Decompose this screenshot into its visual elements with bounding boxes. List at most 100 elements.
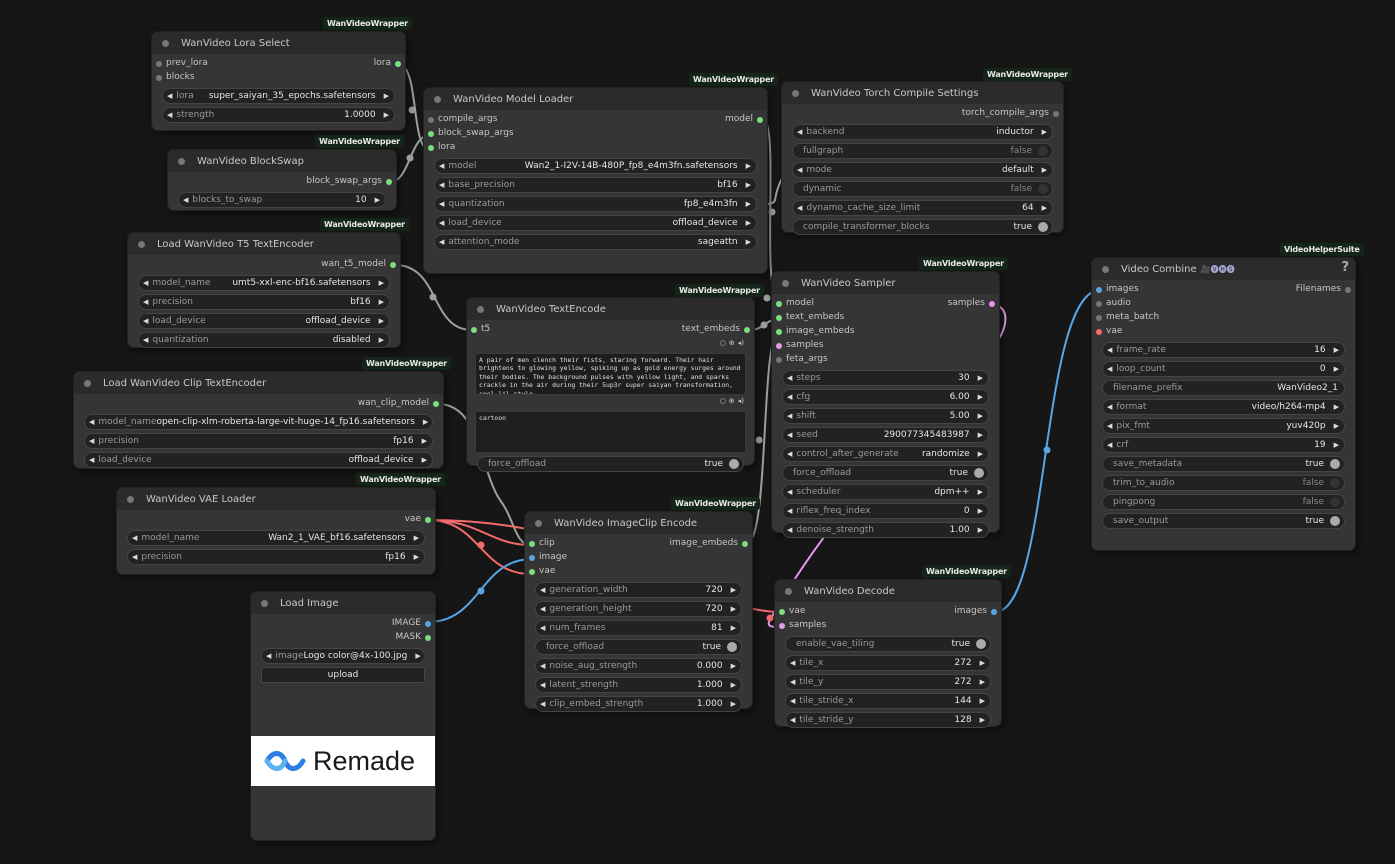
input-slot-dot[interactable] — [1096, 287, 1102, 293]
input-slot-dot[interactable] — [156, 61, 162, 67]
output-slot-dot[interactable] — [425, 635, 431, 641]
toggle-knob[interactable] — [976, 639, 986, 649]
collapse-dot[interactable] — [261, 599, 268, 607]
output-slot-dot[interactable] — [1053, 111, 1059, 117]
input-slot-dot[interactable] — [529, 569, 535, 575]
input-slot-dot[interactable] — [776, 329, 782, 335]
collapse-dot[interactable] — [434, 95, 441, 103]
node-clip-textencoder[interactable]: Load WanVideo Clip TextEncoder wan_clip_… — [74, 372, 443, 468]
collapse-dot[interactable] — [477, 305, 484, 313]
output-slot-dot[interactable] — [425, 517, 431, 523]
node-t5-textencoder[interactable]: Load WanVideo T5 TextEncoder wan_t5_mode… — [128, 233, 400, 348]
upload-button[interactable]: upload — [261, 667, 425, 683]
collapse-dot[interactable] — [1102, 265, 1109, 273]
input-slot-dot[interactable] — [156, 75, 162, 81]
collapse-dot[interactable] — [792, 89, 799, 97]
output-slot-dot[interactable] — [744, 327, 750, 333]
input-slot-dot[interactable] — [1096, 315, 1102, 321]
input-slot-dot[interactable] — [529, 541, 535, 547]
output-slot-dot[interactable] — [991, 609, 997, 615]
toggle-knob[interactable] — [729, 459, 739, 469]
toggle-knob[interactable] — [1330, 497, 1340, 507]
toggle-knob[interactable] — [1330, 516, 1340, 526]
collapse-dot[interactable] — [535, 519, 542, 527]
toggle-knob[interactable] — [1330, 478, 1340, 488]
input-slot-dot[interactable] — [776, 315, 782, 321]
output-slot-dot[interactable] — [386, 179, 392, 185]
toggle-knob[interactable] — [1038, 146, 1048, 156]
help-icon[interactable]: ? — [1341, 260, 1349, 275]
collapse-dot[interactable] — [127, 495, 134, 503]
collapse-dot[interactable] — [84, 379, 91, 387]
textarea-toolbar[interactable]: ○⊕◂) — [467, 339, 744, 349]
input-slot-dot[interactable] — [1096, 329, 1102, 335]
positive-prompt-textarea[interactable]: A pair of men clench their fists, starin… — [475, 353, 746, 395]
input-slot-dot[interactable] — [779, 609, 785, 615]
output-slot-dot[interactable] — [395, 61, 401, 67]
collapse-dot[interactable] — [138, 240, 145, 248]
output-slot-dot[interactable] — [425, 621, 431, 627]
collapse-dot[interactable] — [162, 39, 169, 47]
toggle-knob[interactable] — [974, 468, 984, 478]
toggle-knob[interactable] — [727, 642, 737, 652]
output-slot-dot[interactable] — [390, 262, 396, 268]
input-slot-dot[interactable] — [428, 117, 434, 123]
node-blockswap[interactable]: WanVideo BlockSwap block_swap_args ◀bloc… — [168, 150, 396, 210]
input-slot-dot[interactable] — [428, 145, 434, 151]
output-slot-dot[interactable] — [1345, 287, 1351, 293]
output-slot-dot[interactable] — [757, 117, 763, 123]
toggle-knob[interactable] — [1038, 222, 1048, 232]
